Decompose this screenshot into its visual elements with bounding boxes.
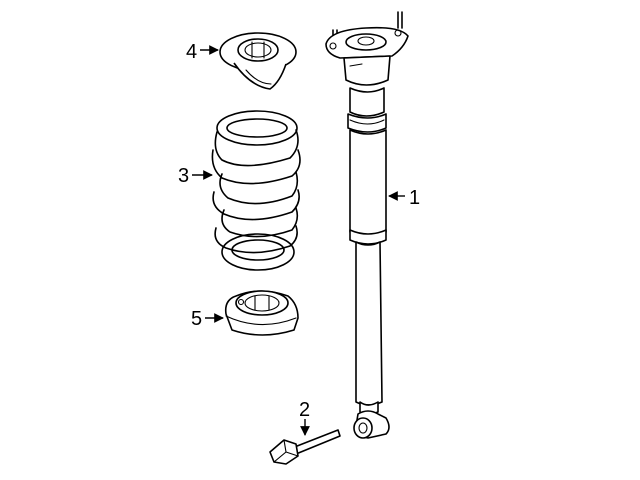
callout-5-label: 5 <box>191 308 202 330</box>
callout-1-label: 1 <box>409 187 420 209</box>
callout-2-label: 2 <box>299 399 310 421</box>
callout-4-label: 4 <box>186 41 197 63</box>
callout-3-label: 3 <box>178 165 189 187</box>
mounting-bolt <box>269 429 341 465</box>
shock-absorber <box>325 11 409 439</box>
upper-spring-seat <box>219 32 297 90</box>
callout-2: 2 <box>299 399 310 436</box>
callout-1: 1 <box>388 187 420 209</box>
coil-spring <box>211 110 301 271</box>
lower-spring-seat <box>224 290 299 336</box>
callout-4: 4 <box>186 41 219 63</box>
callout-5: 5 <box>191 308 224 330</box>
callout-3: 3 <box>178 165 213 187</box>
